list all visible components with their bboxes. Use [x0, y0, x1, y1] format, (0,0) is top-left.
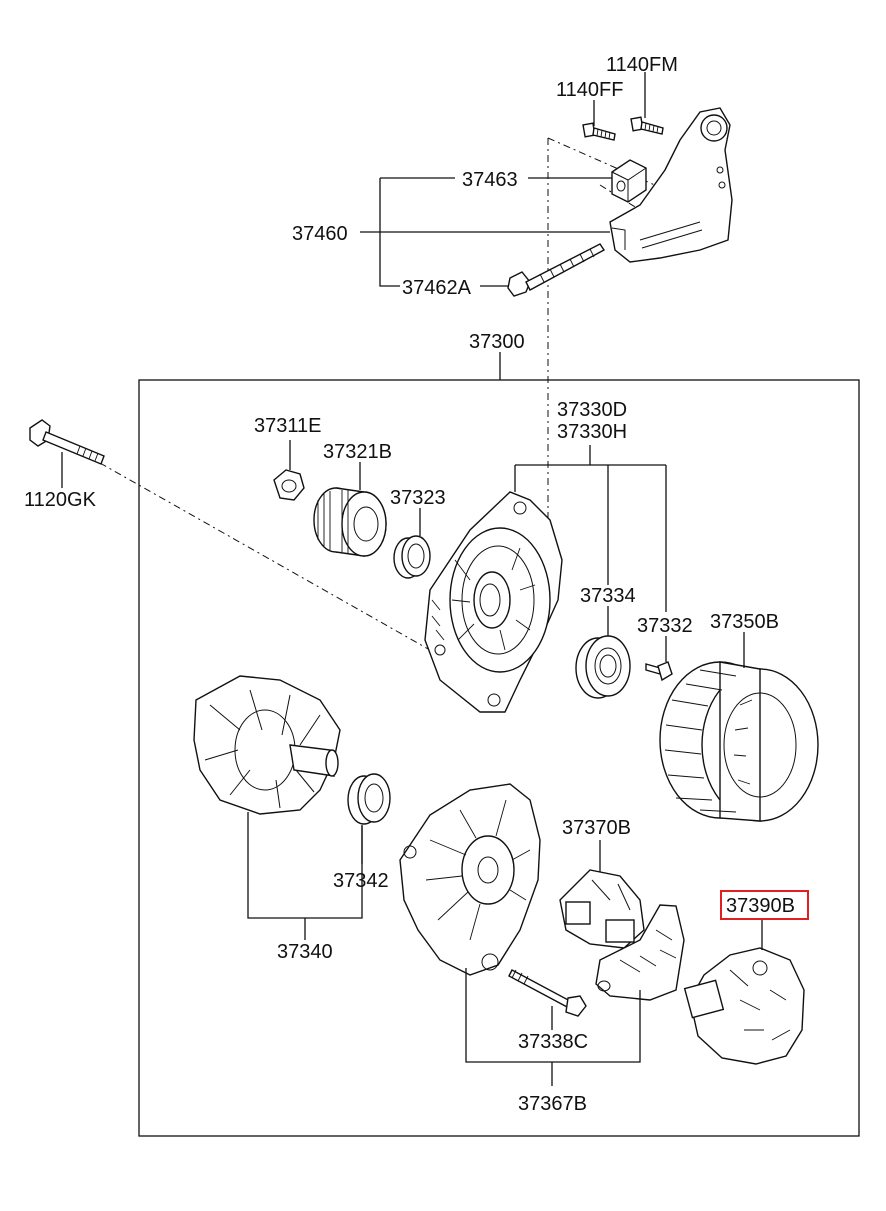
- pulley-37321B[interactable]: [313, 487, 387, 557]
- label-1140FM[interactable]: 1140FM: [606, 54, 678, 76]
- bolt-1140FM[interactable]: [630, 116, 664, 135]
- label-37311E[interactable]: 37311E: [254, 415, 321, 437]
- stator-37350B[interactable]: [659, 661, 819, 822]
- highlight-box: [720, 890, 809, 920]
- screw-37332[interactable]: [645, 661, 673, 682]
- bearing-37342[interactable]: [347, 773, 391, 825]
- assembly-frame: [138, 379, 860, 1137]
- rotor-37340[interactable]: [193, 675, 341, 815]
- label-37460[interactable]: 37460: [292, 223, 348, 245]
- bolt-37338C[interactable]: [508, 969, 587, 1017]
- label-37321B[interactable]: 37321B: [323, 441, 392, 463]
- label-37332[interactable]: 37332: [637, 615, 693, 637]
- label-37390B[interactable]: 37390B: [726, 895, 795, 917]
- label-37462A[interactable]: 37462A: [402, 277, 472, 299]
- label-37300[interactable]: 37300: [469, 331, 525, 353]
- nut-37463[interactable]: [611, 159, 647, 203]
- bolt-1140FF[interactable]: [582, 122, 616, 141]
- label-37342[interactable]: 37342: [333, 870, 389, 892]
- regulator-37370B[interactable]: [559, 869, 645, 949]
- bolt-1120GK[interactable]: [29, 419, 105, 465]
- nut-37311E[interactable]: [273, 469, 305, 501]
- label-1140FF[interactable]: 1140FF: [556, 79, 623, 101]
- label-37330H[interactable]: 37330H: [557, 421, 627, 443]
- label-37338C[interactable]: 37338C: [518, 1031, 588, 1053]
- label-37330D[interactable]: 37330D: [557, 399, 627, 421]
- rear-cover-37390B[interactable]: [683, 947, 805, 1065]
- front-bracket-37330D[interactable]: [424, 491, 563, 713]
- spacer-37323[interactable]: [393, 535, 431, 579]
- rectifier-assembly[interactable]: [595, 904, 685, 1001]
- label-37340[interactable]: 37340: [277, 941, 333, 963]
- label-37367B[interactable]: 37367B: [518, 1093, 587, 1115]
- label-37370B[interactable]: 37370B: [562, 817, 631, 839]
- label-37334[interactable]: 37334: [580, 585, 636, 607]
- label-37323[interactable]: 37323: [390, 487, 446, 509]
- rear-bracket-37367B[interactable]: [399, 783, 541, 976]
- label-1120GK[interactable]: 1120GK: [24, 489, 97, 511]
- label-37463[interactable]: 37463: [462, 169, 518, 191]
- bearing-37334[interactable]: [575, 635, 631, 699]
- label-37350B[interactable]: 37350B: [710, 611, 779, 633]
- bolt-37462A[interactable]: [507, 243, 606, 297]
- bracket-37460[interactable]: [609, 107, 733, 263]
